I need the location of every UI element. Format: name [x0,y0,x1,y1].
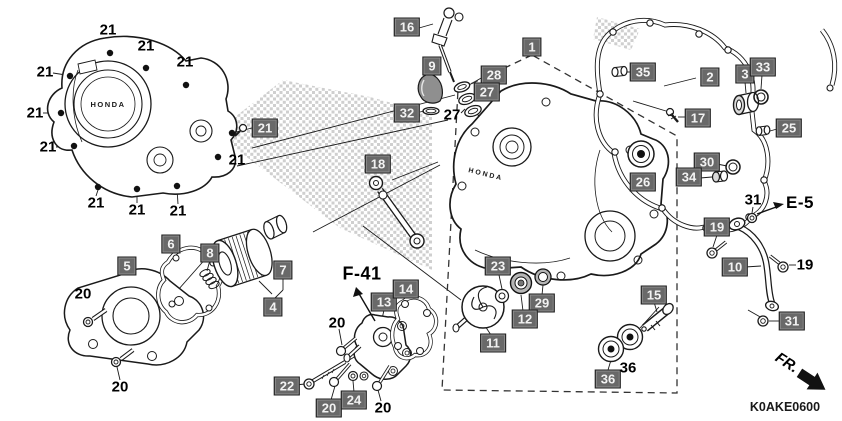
part-collar [263,214,288,240]
reference-f41: F-41 [342,263,382,284]
e5-arrow [756,202,784,215]
fr-indicator: FR. [772,349,826,390]
part-left-cover: HONDA [46,35,238,198]
part-15-joint-bolt [641,302,674,332]
reference-e5: E-5 [786,193,814,212]
part-7-oil-filter [211,214,288,288]
part-9-cap [417,73,443,104]
part-31-nut [746,212,758,224]
part-23-seal [494,288,510,304]
part-1-cover: HONDA [449,82,670,281]
diagram-code: K0AKE0600 [750,400,820,414]
bolt-22-24-20-group [303,336,392,392]
part-25-dowel [755,125,771,137]
boxed21-bolt [234,123,248,137]
fr-label: FR. [772,349,802,376]
part-30-oring [725,159,741,175]
part-5-filter-cover [63,268,205,366]
part-3-roller [732,91,760,116]
bolt-19-pair [706,240,789,273]
honda-logo-left: HONDA [91,100,126,109]
part-26-bearing [627,140,655,168]
part-36-bearings [597,323,644,363]
part-11-impeller [452,285,505,333]
part-29-bearing [534,268,552,286]
part-33-oring [753,89,769,105]
part-35-dowel [611,65,628,78]
part-28-27-seals [453,81,482,118]
f41-arrow [353,287,376,322]
part-18-lever [368,175,425,249]
part-1-group-outline [441,54,678,394]
part-8-spring [199,268,220,290]
part-32-oring [422,106,440,116]
part-31-washer [757,315,769,327]
fr-arrow-icon [796,368,826,390]
part-34-bushing [711,170,729,183]
part-10-water-pipe [728,217,780,312]
part-17-screw [665,107,679,123]
bolt-20-left-pair [82,308,135,368]
bolt-21-dots [57,49,236,193]
part-16-arm [431,7,464,83]
part-12-mech-seal [509,271,533,295]
part-13-pump-cover [343,313,412,380]
part-14-pump-gasket [390,295,439,361]
